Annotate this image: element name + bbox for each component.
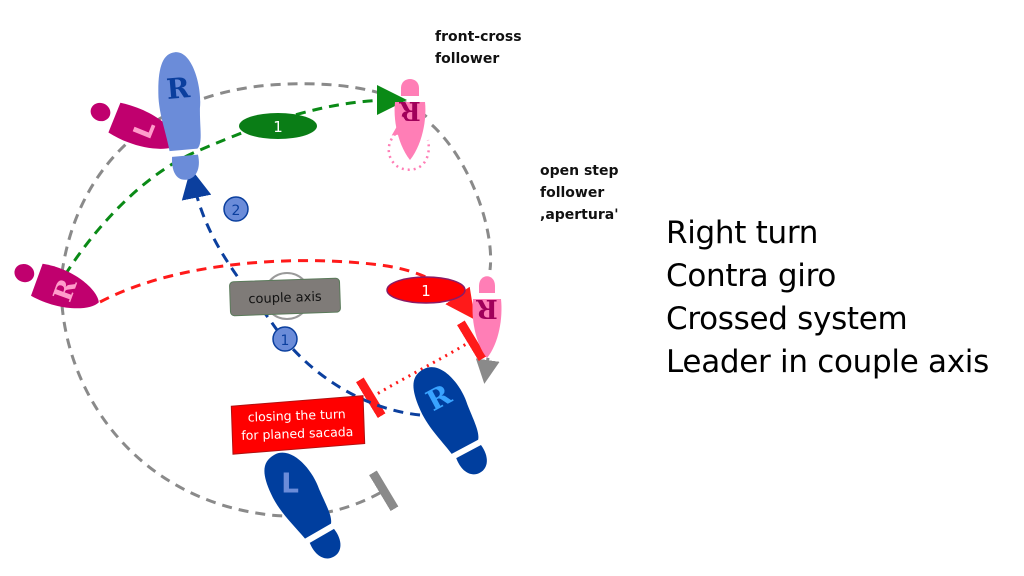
foot-letter-R: R <box>399 95 421 125</box>
turn-circle-arc-right <box>430 123 493 271</box>
footprint-leader-right-bottom: R <box>413 367 487 475</box>
closing-line-2: for planed sacada <box>241 424 354 443</box>
heel-shape <box>172 154 199 180</box>
toe-shape <box>479 276 495 293</box>
blue-step-number-1: 1 <box>281 333 290 349</box>
open-step-label-line-2: follower <box>540 185 604 201</box>
blue-step-badge-2: 2 <box>223 196 249 222</box>
heel-shape <box>90 102 111 122</box>
foot-letter-R: R <box>165 71 192 106</box>
sole-shape <box>158 52 201 152</box>
blue-step-path <box>181 168 421 417</box>
green-step-number: 1 <box>273 118 283 136</box>
green-step-path <box>63 85 407 276</box>
turn-circle-arc-top <box>58 82 432 291</box>
footprint-follower-right-frontcross: R <box>394 79 426 160</box>
footprint-leader-right-top: R <box>158 52 201 180</box>
open-step-label-line-3: ,apertura' <box>540 207 618 223</box>
description-line-1: Right turn <box>666 215 819 251</box>
heel-shape <box>456 445 487 475</box>
blue-step-number-2: 2 <box>232 203 241 219</box>
sole-shape <box>264 452 332 539</box>
footprint-leader-left-bottom: L <box>264 452 341 559</box>
sole-shape <box>472 299 502 358</box>
footprint-follower-left-top: L <box>90 102 181 149</box>
footprint-follower-right-open: R <box>472 276 502 358</box>
blue-step-badge-1: 1 <box>272 326 298 352</box>
foot-letter-R: R <box>476 293 498 323</box>
heel-shape <box>309 528 341 559</box>
description-line-4: Leader in couple axis <box>666 344 989 380</box>
closing-turn-label: closing the turn for planed sacada <box>230 395 366 455</box>
open-step-label-line-1: open step <box>540 163 619 179</box>
couple-axis-label: couple axis <box>229 277 341 317</box>
footprint-follower-right-left: R <box>14 263 99 309</box>
foot-letter-L: L <box>281 467 299 500</box>
description-line-2: Contra giro <box>666 258 837 294</box>
toe-shape <box>401 79 419 96</box>
red-step-badge: 1 <box>386 276 466 304</box>
red-step-number: 1 <box>421 282 431 300</box>
front-cross-label-line-2: follower <box>435 51 499 67</box>
sole-shape <box>108 102 181 149</box>
turn-circle-arc-bottom <box>60 304 399 518</box>
sole-shape <box>30 263 99 309</box>
figure-description: Right turn Contra giro Crossed system Le… <box>666 212 989 384</box>
closing-line-1: closing the turn <box>247 406 345 424</box>
sole-shape <box>413 367 479 454</box>
green-step-badge: 1 <box>239 113 317 139</box>
description-line-3: Crossed system <box>666 301 908 337</box>
front-cross-label-line-1: front-cross <box>435 29 522 45</box>
couple-axis-text: couple axis <box>248 290 322 308</box>
heel-shape <box>14 263 35 283</box>
